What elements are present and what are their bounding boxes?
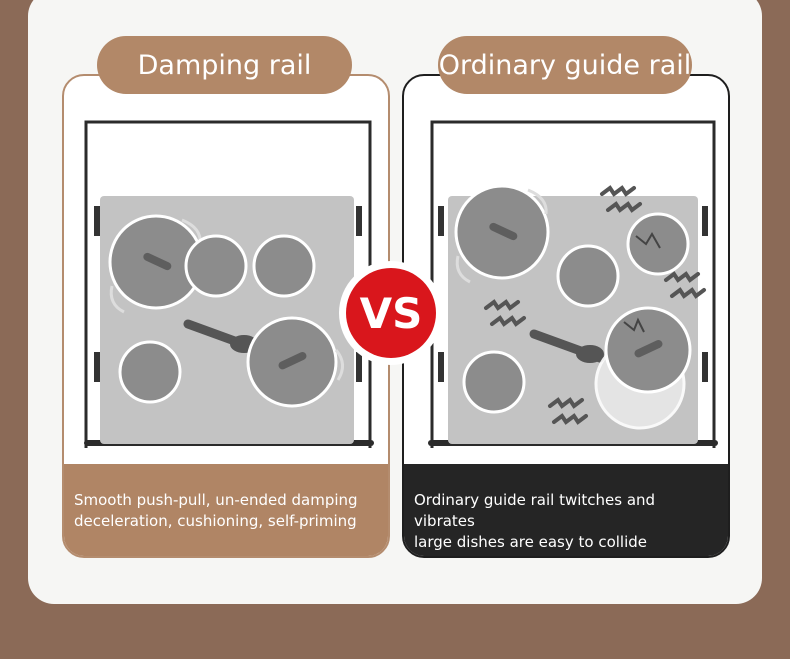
damping-rail-caption-line2: deceleration, cushioning, self-priming: [74, 512, 357, 530]
damping-rail-caption-line1: Smooth push-pull, un-ended damping: [74, 491, 358, 509]
ordinary-rail-caption: Ordinary guide rail twitches and vibrate…: [404, 464, 728, 556]
ordinary-rail-caption-line1: Ordinary guide rail twitches and vibrate…: [414, 491, 656, 530]
ordinary-rail-drawer-illustration: [428, 120, 718, 448]
vs-badge-text: VS: [360, 289, 423, 338]
damping-rail-caption: Smooth push-pull, un-ended damping decel…: [64, 464, 388, 556]
ordinary-rail-title: Ordinary guide rail: [438, 36, 692, 94]
damping-rail-drawer-illustration: [84, 120, 374, 448]
ordinary-rail-panel: Ordinary guide rail twitches and vibrate…: [402, 74, 730, 558]
damping-rail-title: Damping rail: [97, 36, 352, 94]
damping-rail-panel: Smooth push-pull, un-ended damping decel…: [62, 74, 390, 558]
vs-badge: VS: [339, 261, 443, 365]
ordinary-rail-caption-line2: large dishes are easy to collide: [414, 533, 648, 551]
